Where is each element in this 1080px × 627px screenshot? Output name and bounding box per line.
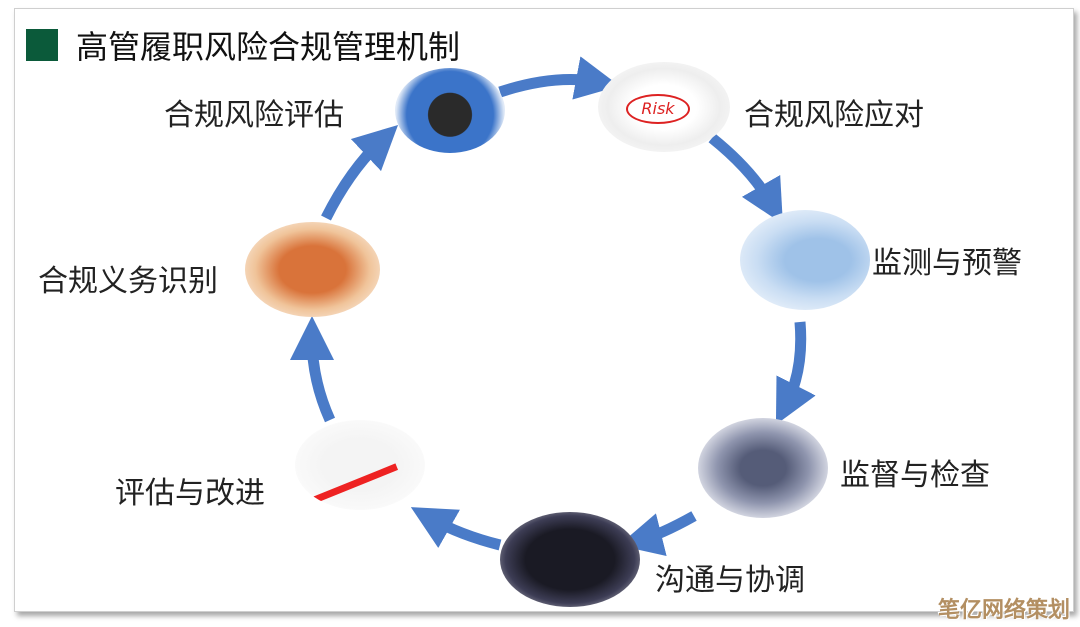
title-marker-icon: [26, 29, 58, 61]
title-text: 高管履职风险合规管理机制: [76, 28, 461, 66]
arrow-monitor-to-inspect: [775, 321, 816, 425]
arrow-identify-to-assess: [321, 124, 399, 221]
node-label: 评估与改进: [115, 476, 265, 511]
arrow-communicate-to-improve: [410, 507, 502, 551]
node-label: 沟通与协调: [655, 563, 805, 598]
risk-writing-icon: Risk: [598, 62, 730, 152]
node-label: 监督与检查: [840, 458, 990, 493]
growth-arrow-icon: [295, 420, 425, 510]
watermark: 笔亿网络策划: [937, 598, 1070, 623]
arrow-assess-to-respond: [498, 56, 620, 100]
arrow-improve-to-identify: [290, 316, 336, 423]
node-label: 合规义务识别: [38, 264, 218, 299]
magnifier-inspection-icon: [698, 418, 828, 518]
diagram-frame: [14, 8, 1074, 612]
node-label: 合规风险评估: [164, 98, 344, 133]
arrow-inspect-to-communicate: [618, 511, 697, 557]
node-label: 监测与预警: [872, 246, 1022, 281]
risk-button-icon: [395, 68, 505, 153]
page-title: 高管履职风险合规管理机制: [26, 22, 460, 68]
network-communication-icon: [500, 512, 640, 607]
radar-dish-icon: [740, 210, 870, 310]
node-label: 合规风险应对: [744, 98, 924, 133]
arrow-respond-to-monitor: [708, 133, 783, 225]
puzzle-people-icon: [245, 222, 380, 317]
